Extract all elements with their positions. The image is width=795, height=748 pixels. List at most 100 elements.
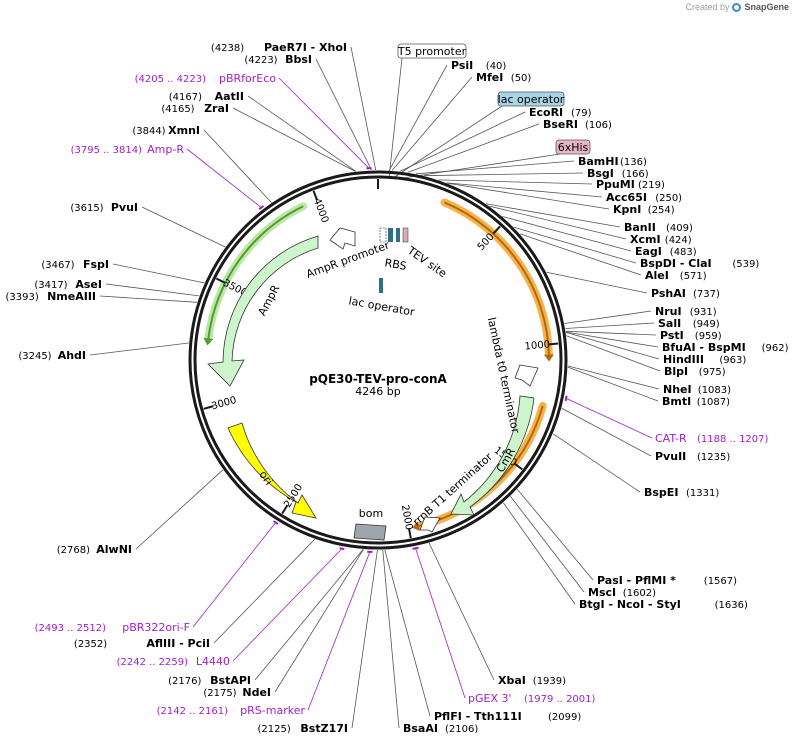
site-pasi-pflmi: PasI - PflMI *: [597, 574, 676, 587]
site-line-zrai: [232, 107, 356, 172]
primer-line-pgex-3: [415, 548, 466, 699]
site-pos-bstz17i: (2125): [258, 724, 291, 735]
tick-mark-3500: [215, 277, 226, 284]
boxed-line-t5-promoter: [388, 57, 403, 179]
primer-line-pbr322ori-f: [192, 522, 277, 628]
site-xcmi: XcmI: [630, 233, 661, 246]
orange-band-top-core: [444, 201, 550, 355]
primer-pgex-3: pGEX 3': [468, 692, 512, 705]
snapgene-credit: Created by SnapGene: [685, 2, 789, 12]
lac-operator-marker: [379, 278, 383, 293]
site-line-bbsi: [315, 58, 372, 171]
site-pos-bspdi-clai: (539): [732, 259, 759, 270]
site-line-msci: [510, 496, 585, 593]
site-pos-psti: (959): [695, 331, 722, 342]
tick-mark-1000: [548, 342, 559, 346]
boxed-feature-t5-promoter: [397, 43, 467, 59]
site-line-bstz17i: [351, 549, 378, 729]
site-pos-msci: (1602): [623, 588, 656, 599]
backbone-outer: [188, 170, 568, 550]
site-line-kpni: [447, 182, 610, 210]
green-band-ampr-arrowhead: [203, 337, 214, 346]
primer-range-pbrforeco: (4205 .. 4223): [135, 74, 207, 85]
bom-feature: [353, 523, 387, 541]
site-line-bstapi: [254, 549, 364, 681]
site-acc65i: Acc65I: [606, 191, 647, 204]
site-hindiii: HindIII: [663, 353, 704, 366]
green-band-ampr: [204, 202, 308, 343]
tick-mark-500: [492, 225, 501, 235]
site-pos-sali: (949): [693, 319, 720, 330]
primer-mark-pbr322ori-f: [272, 520, 279, 525]
site-pshai: PshAI: [651, 287, 686, 300]
primer-range-amp-r: (3795 .. 3814): [71, 145, 143, 156]
site-pos-fspi: (3467): [41, 260, 74, 271]
site-pos-pvui: (3615): [70, 203, 103, 214]
site-alwni: AlwNI: [96, 543, 132, 556]
site-line-nrui: [564, 310, 652, 324]
site-pos-nmeaiii: (3393): [6, 292, 39, 303]
site-pos-blpi: (975): [699, 367, 726, 378]
site-line-bfuai-bspmi: [565, 331, 659, 348]
site-pos-xbai: (1939): [533, 676, 566, 687]
site-ppumi: PpuMI: [596, 178, 635, 191]
plasmid-size: 4246 bp: [355, 385, 400, 398]
site-bamhi: BamHI: [578, 155, 619, 168]
primer-pbr322ori-f: pBR322ori-F: [122, 621, 190, 634]
site-pos-acc65i: (250): [655, 193, 682, 204]
site-line-sali: [565, 322, 655, 329]
site-pvui: PvuI: [111, 201, 138, 214]
site-pos-xmni: (3844): [132, 126, 165, 137]
feature-label-tev-site: TEV site: [404, 243, 449, 280]
site-bsaai: BsaAI: [403, 722, 438, 735]
site-line-pvui: [141, 206, 226, 248]
site-bfuai-bspmi: BfuAI - BspMI: [662, 341, 746, 354]
site-banii: BanII: [624, 221, 656, 234]
site-line-pshai: [546, 271, 648, 294]
site-ahdi: AhdI: [58, 349, 86, 362]
site-pos-ppumi: (219): [638, 180, 665, 191]
site-pos-nhei: (1083): [698, 385, 731, 396]
site-pos-ahdi: (3245): [18, 351, 51, 362]
site-pos-bsaai: (2106): [445, 724, 478, 735]
snapgene-logo-icon: [732, 2, 742, 12]
site-line-ndei: [274, 549, 364, 693]
ori-arrow: [227, 422, 317, 519]
site-mfei: MfeI: [476, 71, 503, 84]
boxed-feature-lac-operator: [497, 91, 565, 107]
boxed-feature-6xhis: [555, 139, 591, 155]
site-psii: PsiI: [451, 59, 473, 72]
primer-pbrforeco: pBRforEco: [219, 72, 276, 85]
rbs-marker: [388, 228, 393, 242]
primer-prs-marker: pRS-marker: [240, 704, 305, 717]
site-xmni: XmnI: [168, 124, 200, 137]
tick-mark-4000: [312, 190, 319, 201]
site-aatii: AatII: [215, 90, 244, 103]
site-psti: PstI: [660, 329, 684, 342]
site-line-bspdi-clai: [513, 226, 637, 264]
boxed-feature-label-t5-promoter: T5 promoter: [397, 45, 467, 58]
site-line-btgi-ncoi-styi: [503, 502, 576, 605]
site-alei: AleI: [645, 269, 669, 282]
site-btgi-ncoi-styi: BtgI - NcoI - StyI: [579, 598, 681, 611]
ampr-promoter-arrow: [329, 227, 356, 250]
site-pos-alwni: (2768): [57, 545, 90, 556]
primer-mark-amp-r: [258, 205, 265, 210]
green-band-ampr-core: [207, 205, 304, 339]
site-bmti: BmtI: [662, 395, 691, 408]
site-line-acc65i: [446, 182, 603, 198]
site-line-alei: [519, 233, 642, 276]
credit-prefix: Created by: [685, 2, 730, 12]
site-asei: AseI: [75, 278, 102, 291]
site-pos-afliii-pcii: (2352): [74, 639, 107, 650]
site-line-ecori: [399, 111, 526, 172]
site-line-bsgi: [424, 172, 584, 177]
boxed-line-lac-operator: [392, 105, 503, 179]
site-pos-bbsi: (4223): [244, 55, 277, 66]
site-line-afliii-pcii: [213, 538, 316, 644]
site-line-bsaai: [382, 549, 400, 729]
site-bsgi: BsgI: [587, 167, 614, 180]
site-pvuii: PvuII: [655, 450, 686, 463]
site-pos-pasi-pflmi: (1567): [704, 576, 737, 587]
site-pos-bmti: (1087): [697, 397, 730, 408]
